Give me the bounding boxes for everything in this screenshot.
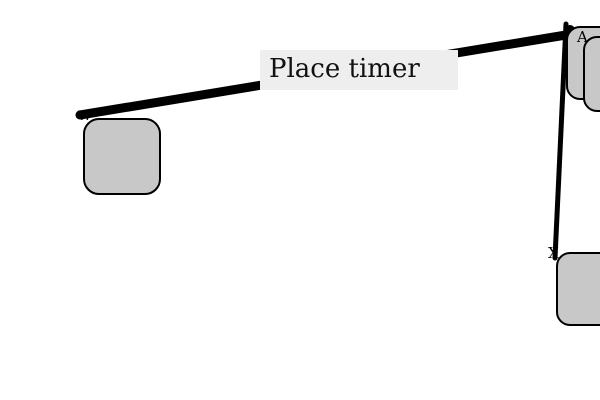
wire-top-right-to-bottom-right[interactable] — [552, 21, 569, 261]
port-label-top-right: A — [577, 28, 588, 46]
place-timer-tooltip: Place timer — [260, 50, 458, 90]
node-bottom-right[interactable] — [556, 252, 600, 326]
port-label-bottom-right: X — [548, 244, 559, 262]
port-label-left: W — [78, 109, 92, 124]
node-top-right-front[interactable] — [583, 36, 600, 112]
node-left[interactable] — [83, 118, 161, 195]
